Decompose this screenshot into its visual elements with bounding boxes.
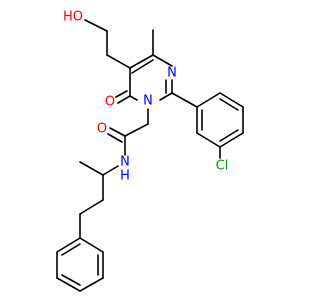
pyrimidinone-ring	[115, 29, 173, 104]
amide-nitrogen-label: N	[120, 155, 130, 170]
bond-c5-c4	[129, 54, 154, 69]
bond-ch2a-ch2b	[79, 199, 104, 215]
structure-canvas: HO O N N O N H Cl	[56, 10, 244, 292]
bond-c2-ring	[106, 54, 131, 69]
molecule-diagram: HO O N N O N H Cl	[56, 10, 244, 292]
bond-c5-c4-double	[131, 59, 154, 74]
bond-c6-o-double	[115, 90, 128, 98]
bond-n1-c6	[129, 95, 138, 101]
hydroxyl-label: HO	[63, 10, 83, 25]
bond-ph1	[79, 237, 104, 253]
bond-ph4-double	[61, 274, 81, 286]
ring-carbonyl-oxygen-label: O	[105, 95, 115, 110]
bond-n-ch	[102, 165, 119, 176]
bond-ar2-double	[219, 98, 239, 111]
bond-ar4-double	[219, 129, 239, 142]
bond-ch-methyl	[79, 161, 104, 176]
hydroxyethyl-chain	[84, 19, 131, 69]
bond-c2-aryl	[171, 92, 198, 108]
bond-ar5	[196, 132, 221, 148]
ring-nitrogen-upper-label: N	[167, 66, 177, 81]
bond-c-o	[109, 127, 126, 137]
chlorophenyl-ring	[171, 92, 244, 159]
bond-c-o-double	[107, 133, 123, 143]
bond-ch2-co	[124, 123, 149, 137]
bond-ar1	[196, 92, 221, 108]
bond-o-c1	[84, 19, 108, 32]
amide-hydrogen-label: H	[120, 169, 130, 184]
bond-ph4	[56, 277, 81, 292]
amide-oxygen-label: O	[97, 122, 107, 137]
bond-c6-o	[117, 95, 131, 104]
phenylbutyl-chain	[79, 161, 119, 239]
bond-c2-n1	[159, 92, 173, 101]
chlorine-label: Cl	[216, 159, 229, 174]
bond-ar4	[219, 132, 244, 148]
bond-ph3	[79, 277, 104, 292]
phenyl-ring	[56, 237, 104, 292]
bond-ar2	[219, 92, 244, 108]
bond-c4-n3	[152, 54, 173, 67]
bond-ph6	[56, 237, 81, 253]
bond-ph6-double	[61, 243, 81, 256]
atom-labels: HO O N N O N H Cl	[63, 10, 228, 184]
ring-nitrogen-lower-label: N	[143, 94, 153, 109]
acetamide-linker	[107, 108, 149, 156]
